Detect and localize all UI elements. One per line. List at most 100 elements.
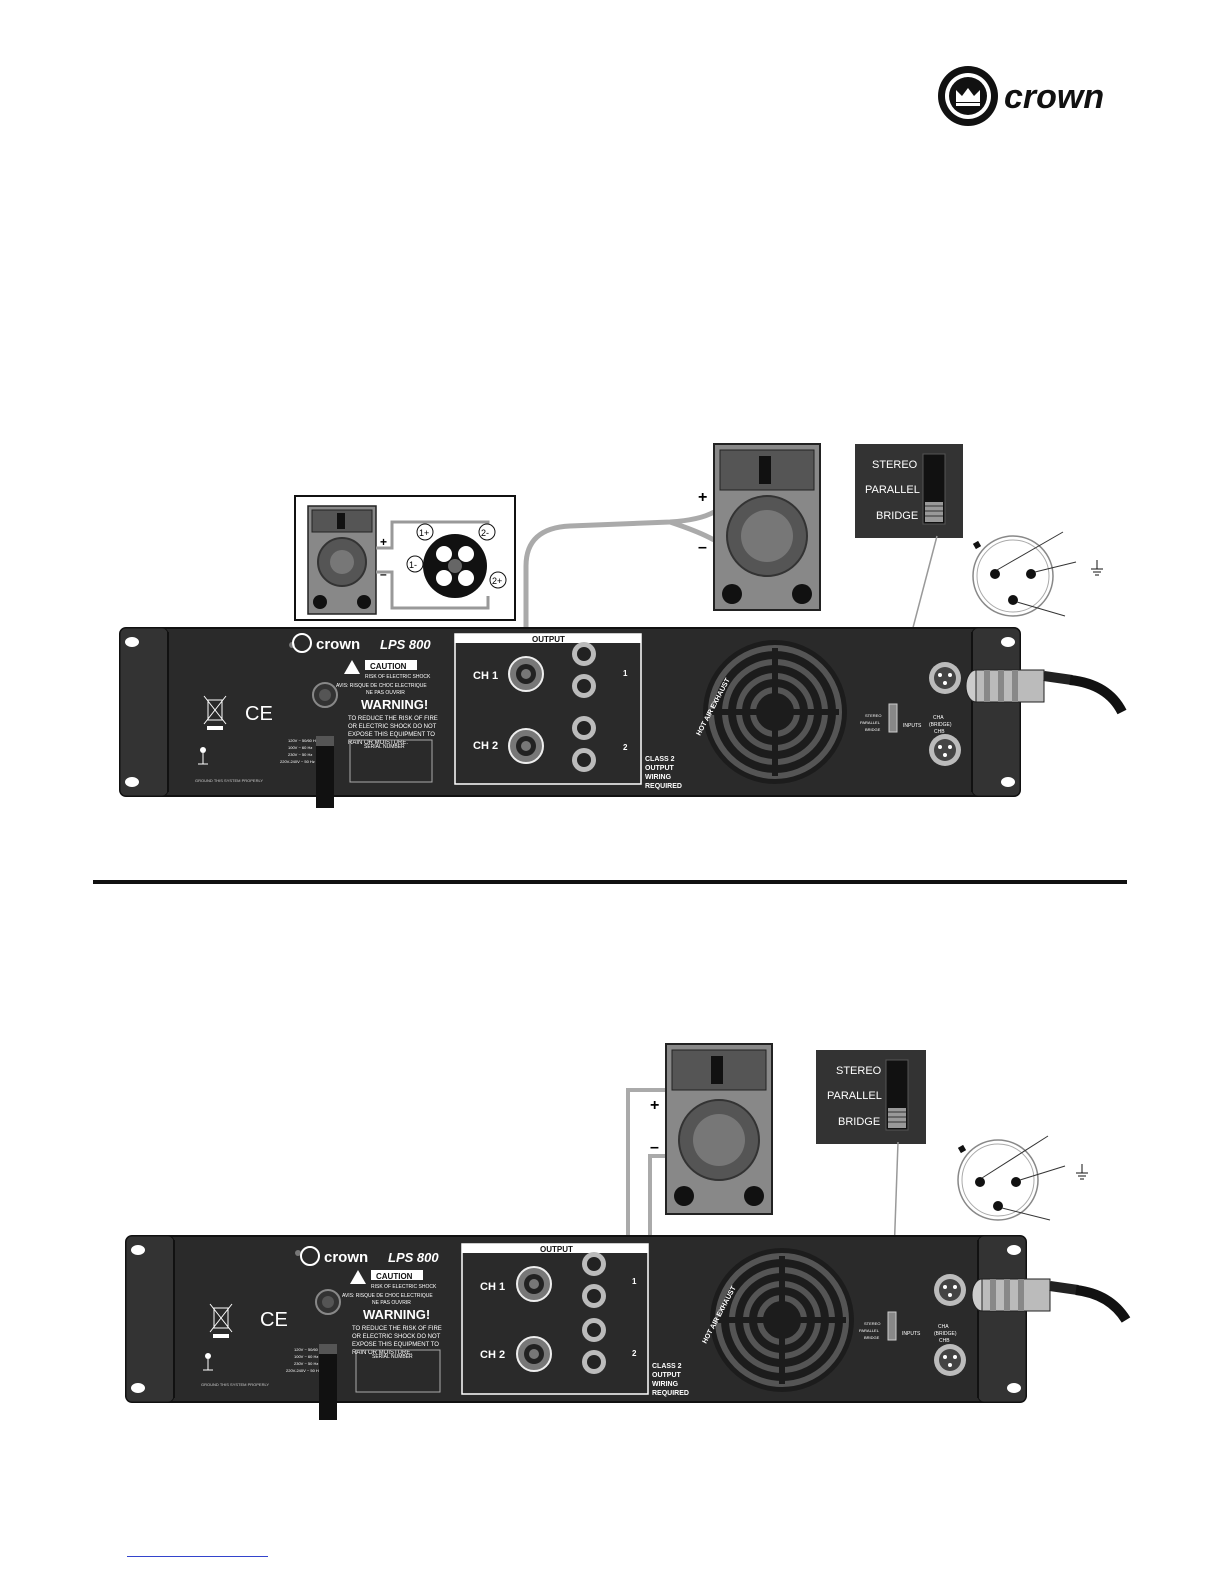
svg-text:2: 2 <box>632 1349 637 1358</box>
ch1-label: CH 1 <box>473 670 498 682</box>
panel-brand: crown <box>316 636 360 653</box>
ground-symbol <box>203 1353 213 1371</box>
svg-text:2: 2 <box>623 743 628 752</box>
serial-label: SERIAL NUMBER <box>372 1354 413 1360</box>
pin-2-plus: 2+ <box>492 576 502 586</box>
svg-text:CHB: CHB <box>939 1338 950 1344</box>
binding-posts <box>572 642 596 772</box>
ground-symbol <box>198 747 208 765</box>
switch-label-stereo: STEREO <box>836 1065 882 1077</box>
mode-switch-callout: STEREO PARALLEL BRIDGE <box>855 444 963 538</box>
ch2-label: CH 2 <box>473 740 498 752</box>
svg-text:REQUIRED: REQUIRED <box>645 783 682 790</box>
ground-icon <box>1091 560 1103 576</box>
xlr-input-a <box>934 1274 966 1306</box>
svg-text:TO REDUCE THE RISK OF FIRE: TO REDUCE THE RISK OF FIRE <box>352 1326 442 1332</box>
svg-text:AVIS: RISQUE DE CHOC ELECTRIQU: AVIS: RISQUE DE CHOC ELECTRIQUE <box>342 1293 433 1299</box>
svg-text:PARALLEL: PARALLEL <box>859 1328 880 1333</box>
svg-text:CLASS 2: CLASS 2 <box>645 756 675 763</box>
panel-model: LPS 800 <box>388 1250 439 1265</box>
bridge-wiring-diagram-speakon: + – 1+ 2- 1- 2+ + – STEREO <box>110 436 1140 816</box>
binding-posts <box>582 1252 606 1374</box>
svg-text:STEREO: STEREO <box>865 713 881 718</box>
svg-text:CHA: CHA <box>933 715 944 721</box>
speakon-connector-face <box>423 534 487 598</box>
svg-text:NE PAS OUVRIR: NE PAS OUVRIR <box>366 690 405 696</box>
svg-text:INPUTS: INPUTS <box>902 1331 921 1337</box>
svg-text:WIRING: WIRING <box>652 1381 679 1388</box>
svg-text:230V ~ 50 Hz: 230V ~ 50 Hz <box>294 1361 318 1366</box>
svg-text:INPUTS: INPUTS <box>903 723 922 729</box>
crown-logo: crown <box>936 66 1126 130</box>
output-title: OUTPUT <box>540 1245 573 1254</box>
xlr-plug-cable <box>965 669 1127 715</box>
svg-text:AVIS: RISQUE DE CHOC ELECTRIQU: AVIS: RISQUE DE CHOC ELECTRIQUE <box>336 683 427 689</box>
inset-plus: + <box>380 535 387 549</box>
speaker-plus: + <box>650 1097 659 1114</box>
loudspeaker: + – <box>650 1043 773 1215</box>
svg-text:STEREO: STEREO <box>864 1321 880 1326</box>
ch2-speakon-jack <box>508 728 544 764</box>
svg-text:OUTPUT: OUTPUT <box>652 1372 682 1379</box>
warning-label: WARNING! <box>361 697 428 712</box>
panel-model: LPS 800 <box>380 637 431 652</box>
svg-text:RAIN OR MOISTURE.: RAIN OR MOISTURE. <box>352 1350 412 1356</box>
svg-text:1: 1 <box>632 1277 637 1286</box>
xlr-plug-cable <box>971 1278 1131 1323</box>
pin-1-minus: 1- <box>409 560 417 570</box>
speakon-pinout-inset: + – 1+ 2- 1- 2+ <box>294 495 516 621</box>
svg-text:OUTPUT: OUTPUT <box>645 765 675 772</box>
logo-text: crown <box>1004 78 1104 116</box>
svg-text:220V-240V ~ 50 Hz: 220V-240V ~ 50 Hz <box>286 1368 321 1373</box>
pin-2-minus: 2- <box>481 528 489 538</box>
ch1-speakon-jack <box>508 656 544 692</box>
output-title: OUTPUT <box>532 635 565 644</box>
ch2-speakon-jack <box>516 1336 552 1372</box>
svg-text:100V ~ 60 Hz: 100V ~ 60 Hz <box>294 1354 318 1359</box>
pin-1-plus: 1+ <box>419 528 429 538</box>
svg-text:GROUND THIS SYSTEM PROPERLY: GROUND THIS SYSTEM PROPERLY <box>195 778 263 783</box>
switch-label-bridge: BRIDGE <box>838 1116 880 1128</box>
svg-text:120V ~ 50/60 Hz: 120V ~ 50/60 Hz <box>294 1347 324 1352</box>
ch2-label: CH 2 <box>480 1349 505 1361</box>
section-divider <box>93 880 1127 884</box>
switch-label-stereo: STEREO <box>872 459 918 471</box>
xlr-input-a <box>929 662 961 694</box>
svg-text:RISK OF ELECTRIC SHOCK: RISK OF ELECTRIC SHOCK <box>365 674 431 680</box>
footer-link-underline <box>127 1556 268 1557</box>
speaker-minus: – <box>650 1139 659 1156</box>
svg-text:REQUIRED: REQUIRED <box>652 1390 689 1397</box>
warning-label: WARNING! <box>363 1307 430 1322</box>
switch-label-bridge: BRIDGE <box>876 510 918 522</box>
svg-text:120V ~ 50/60 Hz: 120V ~ 50/60 Hz <box>288 738 318 743</box>
inset-minus: – <box>380 567 387 581</box>
svg-text:WIRING: WIRING <box>645 774 672 781</box>
svg-text:220V-240V ~ 50 Hz: 220V-240V ~ 50 Hz <box>280 759 315 764</box>
svg-text:BRIDGE: BRIDGE <box>865 727 881 732</box>
svg-text:OR ELECTRIC SHOCK DO NOT: OR ELECTRIC SHOCK DO NOT <box>352 1334 441 1340</box>
small-speaker-icon <box>307 505 377 615</box>
svg-text:BRIDGE: BRIDGE <box>864 1335 880 1340</box>
svg-text:CLASS 2: CLASS 2 <box>652 1363 682 1370</box>
ground-icon <box>1076 1164 1088 1180</box>
svg-text:(BRIDGE): (BRIDGE) <box>934 1331 957 1337</box>
speaker-plus: + <box>698 489 707 506</box>
xlr-input-b <box>934 1344 966 1376</box>
svg-text:NE PAS OUVRIR: NE PAS OUVRIR <box>372 1300 411 1306</box>
ch1-speakon-jack <box>516 1266 552 1302</box>
svg-text:EXPOSE THIS EQUIPMENT TO: EXPOSE THIS EQUIPMENT TO <box>352 1342 439 1348</box>
amplifier-rear-panel: crown LPS 800 CAUTION RISK OF ELECTRIC S… <box>125 1235 1027 1420</box>
cooling-fan-grille <box>710 1248 854 1392</box>
svg-text:CHA: CHA <box>938 1324 949 1330</box>
ch1-label: CH 1 <box>480 1281 505 1293</box>
svg-text:230V ~ 50 Hz: 230V ~ 50 Hz <box>288 752 312 757</box>
ce-mark: CE <box>245 703 273 725</box>
bridge-wiring-diagram-binding-posts: + – STEREO PARALLEL BRIDGE <box>110 1040 1140 1430</box>
svg-text:PARALLEL: PARALLEL <box>860 720 881 725</box>
xlr-pinout <box>957 1135 1088 1221</box>
caution-label: CAUTION <box>370 662 407 671</box>
svg-text:100V ~ 60 Hz: 100V ~ 60 Hz <box>288 745 312 750</box>
svg-text:1: 1 <box>623 669 628 678</box>
svg-text:EXPOSE THIS EQUIPMENT TO: EXPOSE THIS EQUIPMENT TO <box>348 732 435 738</box>
speaker-minus: – <box>698 539 707 556</box>
